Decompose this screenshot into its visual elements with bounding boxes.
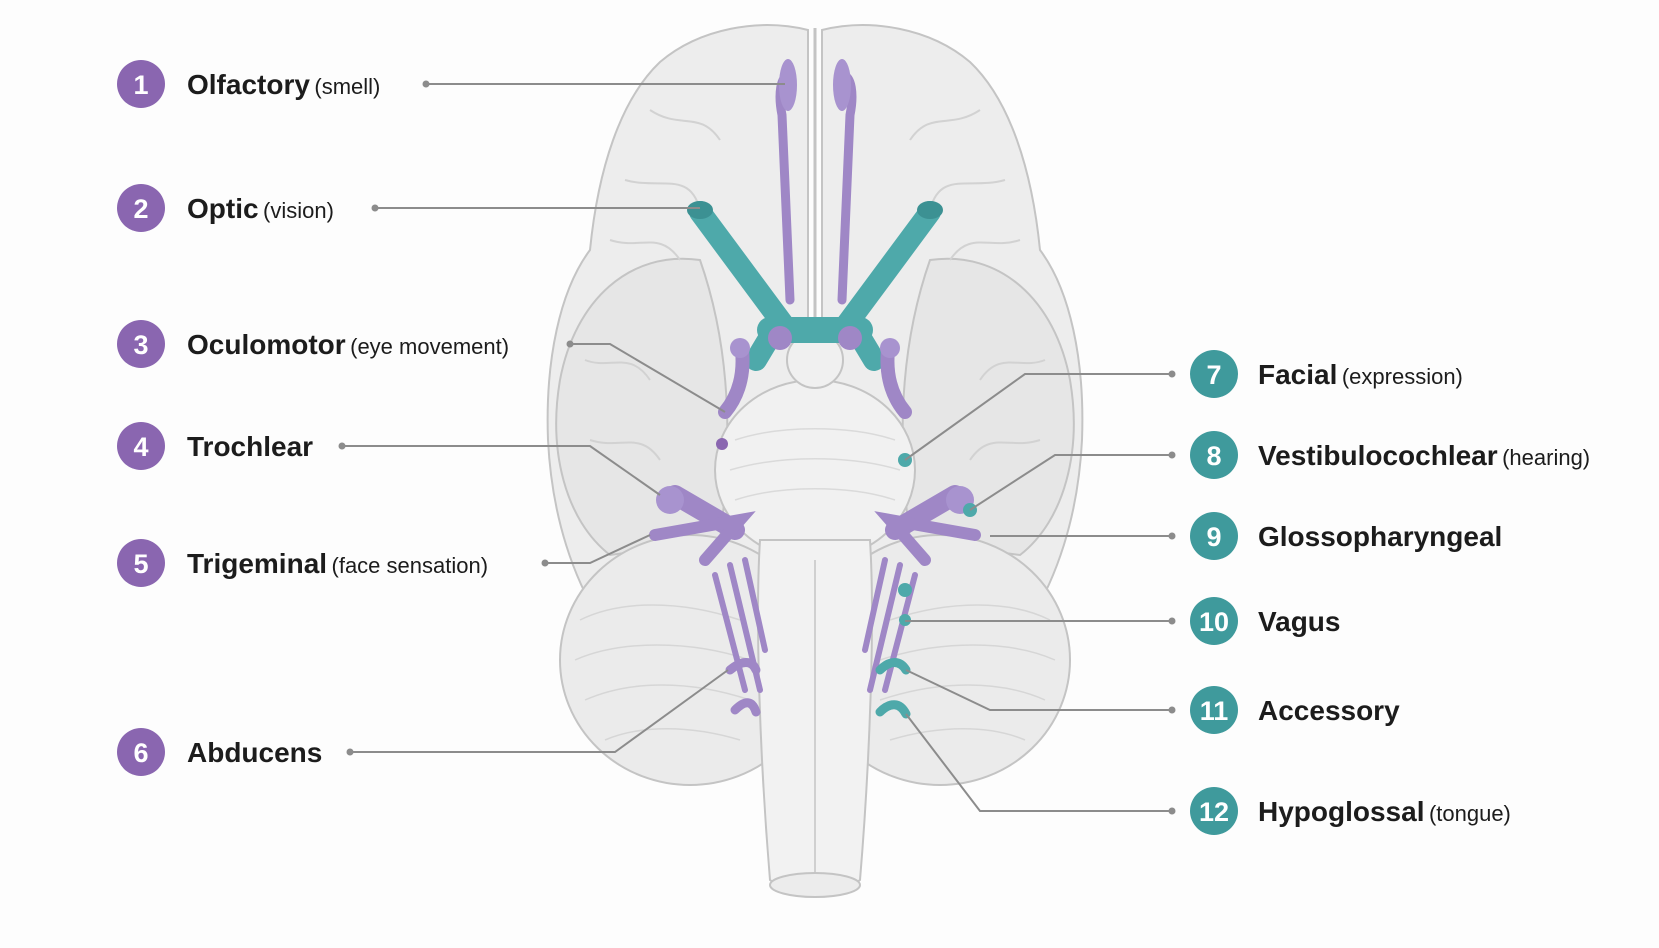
- gyri-lines: [584, 109, 1046, 461]
- badge-9: [1190, 512, 1238, 560]
- nerve-label-7: 7 Facial (expression): [1190, 350, 1463, 398]
- badge-number-7: 7: [1206, 360, 1221, 390]
- leader-hypoglossal: [905, 713, 1176, 815]
- badge-10: [1190, 597, 1238, 645]
- badge-12: [1190, 787, 1238, 835]
- badge-number-5: 5: [133, 549, 148, 579]
- leader-accessory: [905, 669, 1176, 714]
- badge-2: [117, 184, 165, 232]
- leader-vestibulocochlear: [969, 451, 1176, 511]
- nerve-label-3: 3 Oculomotor (eye movement): [117, 320, 509, 368]
- badge-number-12: 12: [1199, 797, 1229, 827]
- label-text-9: Glossopharyngeal: [1258, 521, 1502, 552]
- leader-abducens: [346, 669, 729, 756]
- nerve-label-11: 11 Accessory: [1190, 686, 1400, 734]
- leader-trigeminal: [541, 534, 651, 567]
- badge-number-3: 3: [133, 330, 148, 360]
- nerve-labels: 1 Olfactory (smell) 2 Optic (vision) 3 O…: [117, 60, 1590, 835]
- label-text-10: Vagus: [1258, 606, 1340, 637]
- badge-number-4: 4: [133, 432, 148, 462]
- label-text-6: Abducens: [187, 737, 322, 768]
- nerve-label-1: 1 Olfactory (smell): [117, 60, 380, 108]
- badge-11: [1190, 686, 1238, 734]
- badge-number-6: 6: [133, 738, 148, 768]
- cerebellar-folia: [574, 604, 1056, 741]
- nerve-label-5: 5 Trigeminal (face sensation): [117, 539, 488, 587]
- badge-1: [117, 60, 165, 108]
- badge-8: [1190, 431, 1238, 479]
- badge-number-1: 1: [133, 70, 148, 100]
- nerve-label-6: 6 Abducens: [117, 728, 322, 776]
- badge-5: [117, 539, 165, 587]
- badge-number-11: 11: [1200, 696, 1229, 726]
- nerve-label-2: 2 Optic (vision): [117, 184, 334, 232]
- nerve-shapes: [649, 59, 981, 719]
- leader-oculomotor: [566, 340, 726, 413]
- label-text-12: Hypoglossal (tongue): [1258, 796, 1511, 827]
- label-text-11: Accessory: [1258, 695, 1400, 726]
- badge-number-2: 2: [133, 194, 148, 224]
- label-text-7: Facial (expression): [1258, 359, 1463, 390]
- badge-7: [1190, 350, 1238, 398]
- badge-3: [117, 320, 165, 368]
- leader-trochlear: [338, 442, 661, 496]
- badge-number-10: 10: [1199, 607, 1229, 637]
- label-text-4: Trochlear: [187, 431, 313, 462]
- pons: [714, 379, 916, 561]
- label-text-1: Olfactory (smell): [187, 69, 380, 100]
- nerve-label-12: 12 Hypoglossal (tongue): [1190, 787, 1511, 835]
- brain-illustration: [546, 24, 1084, 898]
- label-text-3: Oculomotor (eye movement): [187, 329, 509, 360]
- leader-vagus: [905, 617, 1176, 625]
- badge-4: [117, 422, 165, 470]
- badge-number-9: 9: [1206, 522, 1221, 552]
- leader-glossopharyngeal: [990, 532, 1176, 540]
- leader-optic: [371, 204, 700, 212]
- label-text-5: Trigeminal (face sensation): [187, 548, 488, 579]
- nerve-label-9: 9 Glossopharyngeal: [1190, 512, 1502, 560]
- badge-number-8: 8: [1206, 441, 1221, 471]
- nerve-label-4: 4 Trochlear: [117, 422, 313, 470]
- label-text-8: Vestibulocochlear (hearing): [1258, 440, 1590, 471]
- leader-lines: [338, 80, 1176, 815]
- leader-olfactory: [422, 80, 785, 88]
- leader-facial: [904, 370, 1176, 461]
- nerve-label-10: 10 Vagus: [1190, 597, 1340, 645]
- badge-6: [117, 728, 165, 776]
- nerve-label-8: 8 Vestibulocochlear (hearing): [1190, 431, 1590, 479]
- label-text-2: Optic (vision): [187, 193, 334, 224]
